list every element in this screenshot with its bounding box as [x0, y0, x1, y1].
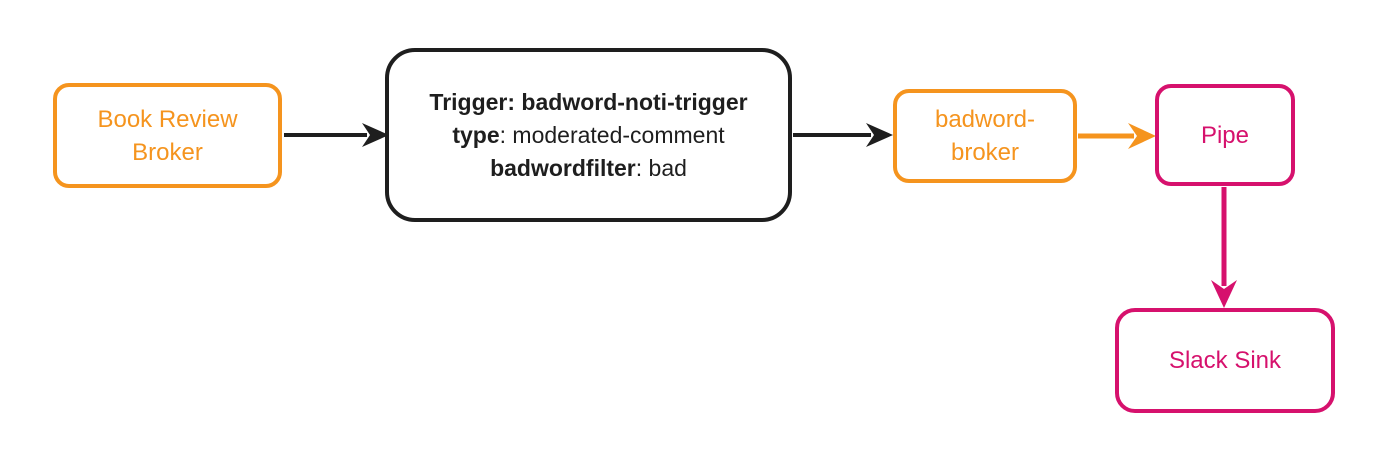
node-book-review-broker-label: Book Review Broker — [97, 105, 238, 166]
arrow-trigger-to-badword-broker — [793, 123, 893, 147]
trigger-type-key: type — [452, 121, 500, 148]
arrow-book-review-broker-to-trigger — [284, 123, 389, 147]
arrow-badword-broker-to-pipe — [1078, 123, 1156, 149]
node-badword-broker-label: badword-broker — [934, 106, 1036, 166]
trigger-line-badwordfilter: badwordfilter: bad — [490, 152, 687, 185]
node-trigger: Trigger: badword-noti-trigger type: mode… — [385, 48, 792, 222]
node-slack-sink: Slack Sink — [1115, 308, 1335, 413]
trigger-type-value: : moderated-comment — [499, 121, 725, 148]
node-pipe-label: Pipe — [1200, 121, 1250, 149]
trigger-name-text: Trigger: badword-noti-trigger — [429, 88, 748, 115]
trigger-badwordfilter-value: : bad — [635, 154, 687, 181]
trigger-line-type: type: moderated-comment — [452, 119, 724, 152]
node-book-review-broker: Book Review Broker — [53, 83, 282, 188]
node-slack-sink-label: Slack Sink — [1168, 347, 1282, 374]
node-badword-broker: badword-broker — [893, 89, 1077, 183]
arrow-pipe-to-slack-sink — [1211, 187, 1237, 308]
trigger-line-name: Trigger: badword-noti-trigger — [429, 86, 747, 119]
trigger-badwordfilter-key: badwordfilter — [490, 154, 636, 181]
node-pipe: Pipe — [1155, 84, 1295, 186]
